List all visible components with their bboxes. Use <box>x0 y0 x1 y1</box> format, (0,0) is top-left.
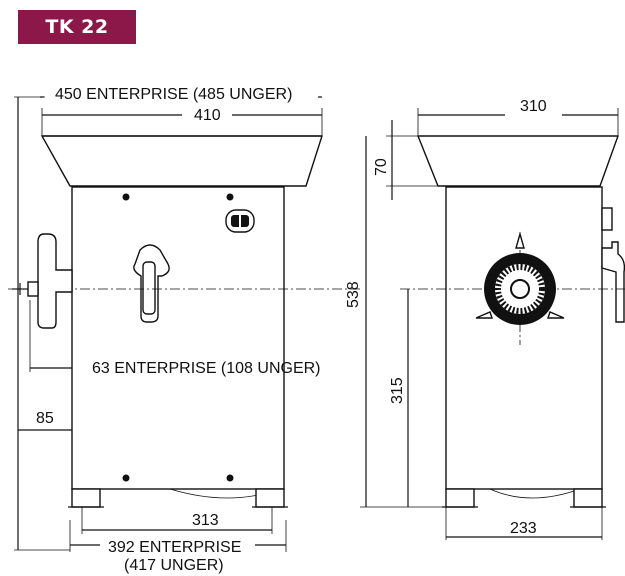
side-view: 310 70 538 315 <box>345 98 625 540</box>
dim-base-width-1: 392 ENTERPRISE <box>108 539 241 556</box>
dim-side-bowl-width: 310 <box>520 98 547 115</box>
switch-icon <box>225 209 255 233</box>
outlet-icon <box>475 231 565 325</box>
dim-bowl-width: 410 <box>194 107 221 124</box>
handwheel-icon <box>12 233 73 329</box>
side-body <box>445 186 603 490</box>
dim-feet-span: 313 <box>192 512 219 529</box>
dim-base-width-2: (417 UNGER) <box>124 557 224 574</box>
model-title: TK 22 <box>45 16 109 38</box>
dim-handle-offset: 63 ENTERPRISE (108 UNGER) <box>92 360 321 377</box>
dim-side-base-width: 233 <box>510 520 537 537</box>
front-view: 450 ENTERPRISE (485 UNGER) 410 <box>8 86 360 574</box>
front-bowl <box>40 135 323 187</box>
model-badge: TK 22 <box>18 10 136 44</box>
dim-top-width: 450 ENTERPRISE (485 UNGER) <box>55 86 292 103</box>
dim-bowl-height: 70 <box>373 158 390 176</box>
lever-icon <box>133 244 170 323</box>
dim-left-depth: 85 <box>36 410 54 427</box>
dim-total-height: 538 <box>345 281 362 308</box>
front-body <box>71 186 285 490</box>
dim-outlet-height: 315 <box>389 377 406 404</box>
side-bowl <box>416 135 619 187</box>
